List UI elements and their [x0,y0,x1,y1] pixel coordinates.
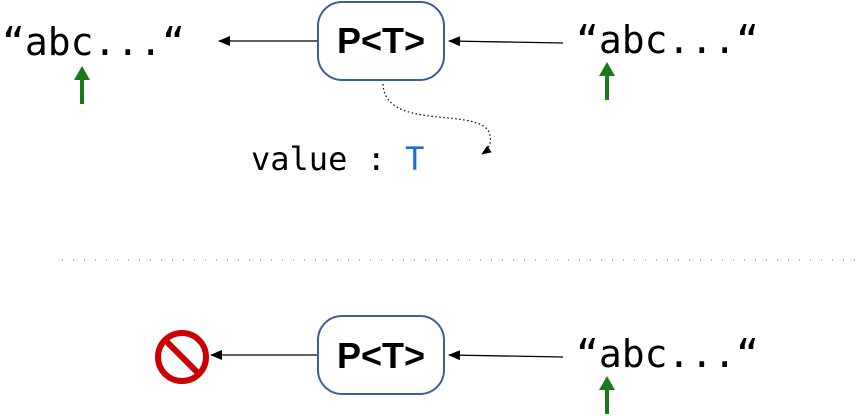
input-text: “abc...“ [576,18,759,62]
input-cursor-arrow-icon-bottom [599,376,615,414]
output-cursor-arrow-icon [74,66,90,104]
failure-scenario: P<T> “abc...“ [155,315,759,414]
prohibited-icon [155,330,209,384]
value-link [382,83,492,155]
value-type: T [405,140,424,178]
output-remaining-text: “abc...“ [2,20,185,64]
input-arrow [448,36,564,47]
value-text: value : T [251,140,424,178]
success-scenario: “abc...“ P<T> “abc...“ value : T [2,1,759,178]
input-arrow-bottom [448,350,564,361]
parser-box-bottom [317,315,445,395]
parser-label-bottom: P<T> [337,335,425,376]
input-cursor-arrow-icon [599,62,615,100]
value-label: value : [251,140,405,178]
parser-box [317,1,445,81]
input-text-bottom: “abc...“ [576,332,759,376]
parser-label: P<T> [337,20,425,61]
